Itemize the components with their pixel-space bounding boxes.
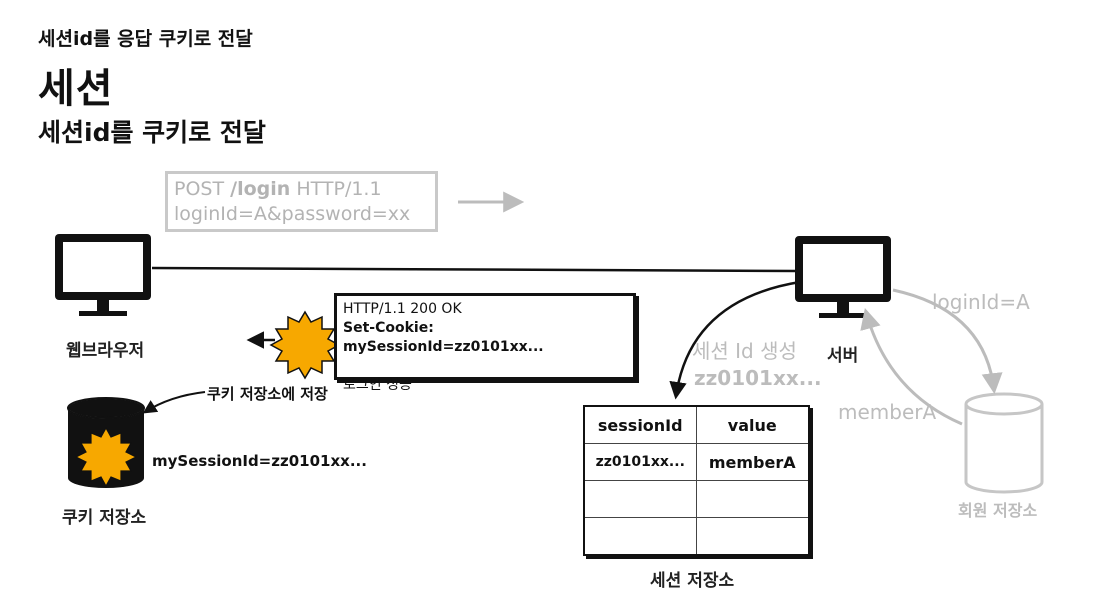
page-title: 세션 [38,66,114,112]
member-store-label: 회원 저장소 [958,501,1038,520]
session-create-arrow [669,280,801,400]
save-cookie-annotation: 쿠키 저장소에 저장 [207,385,328,403]
table-header-session-id: sessionId [583,405,697,444]
cookie-store-cylinder [67,397,145,488]
table-row: zz0101xx... memberA [583,443,810,481]
connection-line [151,266,799,273]
member-annotation: memberA [838,400,937,424]
server-label: 서버 [827,346,859,366]
browser-label: 웹브라우저 [66,341,145,361]
table-header-value: value [695,405,810,444]
cookie-store-label: 쿠키 저장소 [62,508,147,528]
session-create-annotation: 세션 Id 생성 zz0101xx... [692,339,822,390]
response-body: 로그인 성공 [343,377,412,393]
request-message-box: POST /login HTTP/1.1 loginId=A&password=… [165,171,438,232]
session-store-label: 세션 저장소 [650,571,735,591]
save-cookie-arrow [142,391,206,414]
cookie-icon [269,310,341,380]
page-subtitle: 세션id를 쿠키로 전달 [38,118,266,147]
table-cell: memberA [695,443,810,481]
request-line2: loginId=A&password=xx [174,203,411,225]
table-row [583,517,810,556]
server-monitor-icon [795,236,891,318]
table-cell: zz0101xx... [583,443,697,481]
response-status-line: HTTP/1.1 200 OK [343,301,462,317]
table-cell [695,517,810,556]
session-store-table: sessionId value zz0101xx... memberA [583,405,810,556]
response-set-cookie: Set-Cookie: mySessionId=zz0101xx... [343,320,544,355]
login-id-arrow [892,288,1003,395]
request-line1: POST /login HTTP/1.1 [174,178,382,200]
member-arrow [860,307,963,426]
table-cell [583,480,697,518]
topic-heading: 세션id를 응답 쿠키로 전달 [38,28,253,50]
login-id-annotation: loginId=A [932,290,1030,314]
cookie-value-annotation: mySessionId=zz0101xx... [152,452,367,470]
table-cell [583,517,697,556]
response-message-box: HTTP/1.1 200 OK Set-Cookie: mySessionId=… [334,293,636,393]
table-row [583,480,810,518]
browser-monitor-icon [55,234,151,316]
table-header-row: sessionId value [583,405,810,444]
stored-cookie-icon [74,426,138,488]
member-store-cylinder [964,392,1044,494]
table-cell [695,480,810,518]
